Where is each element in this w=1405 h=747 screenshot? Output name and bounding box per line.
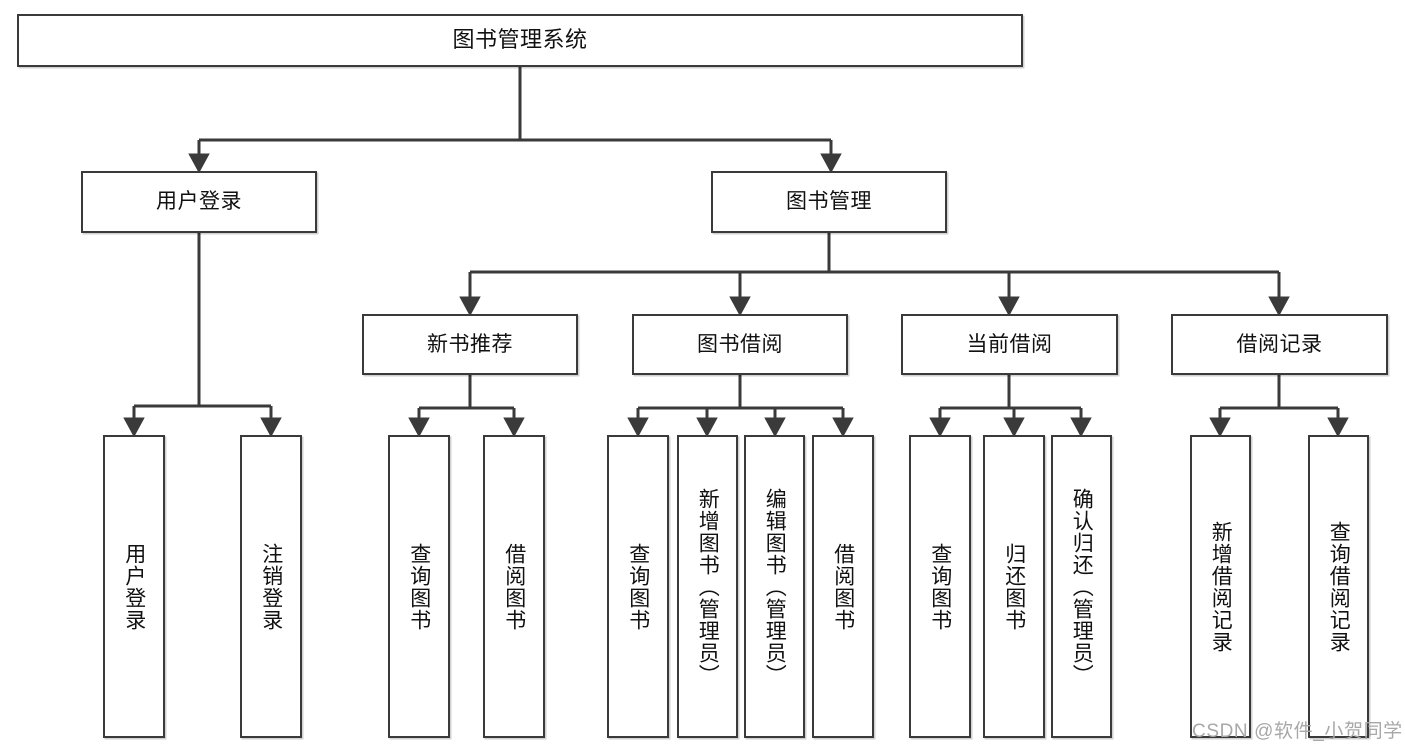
- leaf-cb-confirm-return[interactable]: 确认归还（管理员）: [1051, 435, 1112, 738]
- node-current-borrow[interactable]: 当前借阅: [901, 314, 1118, 375]
- leaf-cb-confirm-return-label: 确认归还（管理员）: [1070, 487, 1094, 686]
- leaf-rec-query-book-label: 查询图书: [407, 542, 431, 631]
- leaf-cb-return-book-label: 归还图书: [1002, 542, 1026, 631]
- leaf-user-login-label: 用户登录: [122, 542, 146, 631]
- leaf-bb-edit-book-label: 编辑图书（管理员）: [763, 487, 787, 686]
- node-book-borrow[interactable]: 图书借阅: [632, 314, 848, 375]
- node-book-manage[interactable]: 图书管理: [711, 171, 947, 233]
- csdn-watermark: CSDN @软件_小贺同学: [1192, 721, 1403, 742]
- leaf-bb-query-book-label: 查询图书: [626, 542, 650, 631]
- leaf-bb-add-book-label: 新增图书（管理员）: [696, 487, 720, 686]
- leaf-bb-query-book[interactable]: 查询图书: [607, 435, 669, 738]
- leaf-user-logout-label: 注销登录: [259, 542, 283, 631]
- leaf-br-query-record-label: 查询借阅记录: [1327, 520, 1351, 653]
- leaf-rec-borrow-book-label: 借阅图书: [502, 542, 526, 631]
- leaf-bb-edit-book[interactable]: 编辑图书（管理员）: [744, 435, 805, 738]
- leaf-cb-query-book-label: 查询图书: [928, 542, 952, 631]
- leaf-br-query-record[interactable]: 查询借阅记录: [1308, 435, 1369, 738]
- node-current-borrow-label: 当前借阅: [966, 332, 1053, 356]
- node-book-manage-label: 图书管理: [786, 190, 872, 214]
- leaf-br-add-record[interactable]: 新增借阅记录: [1190, 435, 1251, 738]
- node-new-book-recommend[interactable]: 新书推荐: [362, 314, 578, 375]
- leaf-rec-query-book[interactable]: 查询图书: [388, 435, 450, 738]
- leaf-bb-borrow-book[interactable]: 借阅图书: [812, 435, 874, 738]
- node-user-login-label: 用户登录: [156, 190, 242, 214]
- node-root[interactable]: 图书管理系统: [17, 14, 1023, 67]
- leaf-rec-borrow-book[interactable]: 借阅图书: [483, 435, 545, 738]
- node-borrow-record-label: 借阅记录: [1236, 332, 1323, 356]
- leaf-user-logout[interactable]: 注销登录: [240, 435, 302, 738]
- node-new-book-recommend-label: 新书推荐: [427, 332, 513, 356]
- node-borrow-record[interactable]: 借阅记录: [1171, 314, 1388, 375]
- leaf-bb-add-book[interactable]: 新增图书（管理员）: [677, 435, 738, 738]
- leaf-cb-return-book[interactable]: 归还图书: [983, 435, 1045, 738]
- node-book-borrow-label: 图书借阅: [697, 332, 783, 356]
- node-user-login[interactable]: 用户登录: [81, 171, 317, 233]
- leaf-bb-borrow-book-label: 借阅图书: [831, 542, 855, 631]
- node-root-label: 图书管理系统: [452, 27, 588, 53]
- leaf-user-login[interactable]: 用户登录: [103, 435, 165, 738]
- leaf-br-add-record-label: 新增借阅记录: [1209, 520, 1233, 653]
- leaf-cb-query-book[interactable]: 查询图书: [909, 435, 971, 738]
